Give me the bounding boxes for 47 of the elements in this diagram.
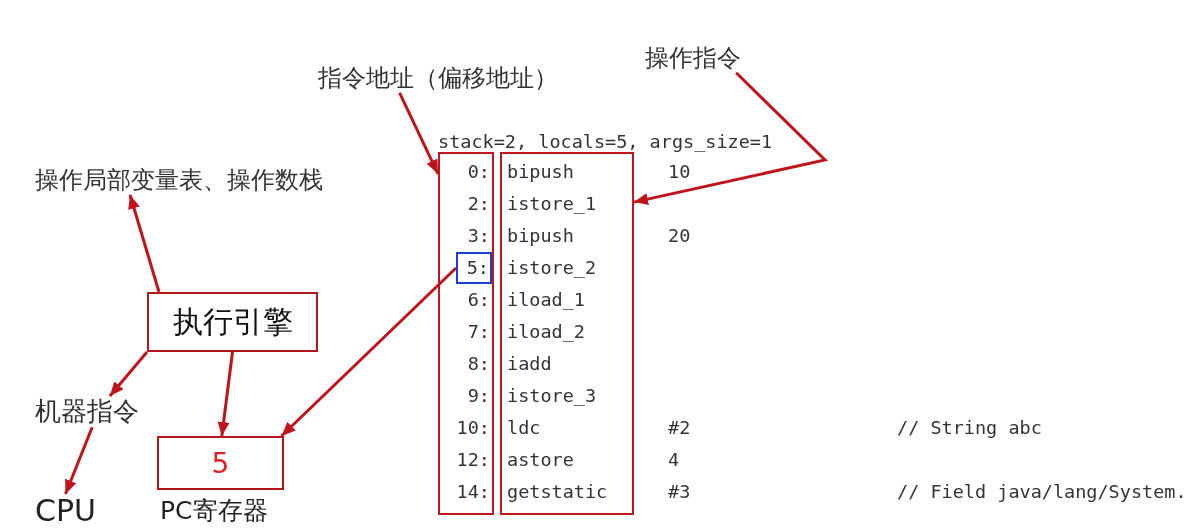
address-column bbox=[438, 152, 494, 515]
offset-address: 14: bbox=[456, 481, 490, 503]
code-comment: // Field java/lang/System. bbox=[897, 481, 1187, 503]
opcode: iload_2 bbox=[507, 321, 585, 343]
register-caption: PC寄存器 bbox=[160, 496, 268, 526]
opcode: istore_2 bbox=[507, 257, 597, 279]
operand: 20 bbox=[668, 225, 691, 247]
opcode: istore_3 bbox=[507, 385, 597, 407]
code-comment: // String abc bbox=[897, 417, 1042, 439]
arrow bbox=[108, 351, 149, 397]
annotation-label: 指令地址（偏移地址） bbox=[318, 64, 558, 93]
annotation-label: 操作局部变量表、操作数栈 bbox=[35, 166, 323, 195]
highlight-box: 5: bbox=[456, 252, 492, 284]
offset-address: 12: bbox=[456, 449, 490, 471]
operand: #3 bbox=[668, 481, 691, 503]
offset-address: 6: bbox=[467, 289, 490, 311]
offset-address: 7: bbox=[467, 321, 490, 343]
opcode: bipush bbox=[507, 225, 574, 247]
offset-address: 0: bbox=[467, 161, 490, 183]
opcode: astore bbox=[507, 449, 574, 471]
annotation-label: 操作指令 bbox=[645, 44, 741, 73]
cpu-label: CPU bbox=[35, 494, 96, 529]
arrow bbox=[633, 71, 829, 205]
offset-address: 3: bbox=[467, 225, 490, 247]
offset-address: 8: bbox=[467, 353, 490, 375]
operand: #2 bbox=[668, 417, 691, 439]
arrow bbox=[217, 351, 234, 437]
process-box: 执行引擎 bbox=[147, 292, 318, 352]
arrow bbox=[398, 92, 440, 175]
opcode: bipush bbox=[507, 161, 574, 183]
operand: 10 bbox=[668, 161, 691, 183]
opcode-column bbox=[500, 152, 634, 515]
code-header: stack=2, locals=5, args_size=1 bbox=[438, 131, 773, 153]
arrow bbox=[64, 426, 94, 495]
arrow bbox=[280, 266, 458, 438]
annotation-label: 机器指令 bbox=[35, 396, 139, 428]
opcode: getstatic bbox=[507, 481, 608, 503]
opcode: iadd bbox=[507, 353, 552, 375]
opcode: iload_1 bbox=[507, 289, 585, 311]
offset-address: 2: bbox=[467, 193, 490, 215]
offset-address: 9: bbox=[467, 385, 490, 407]
opcode: ldc bbox=[507, 417, 541, 439]
offset-address: 10: bbox=[456, 417, 490, 439]
opcode: istore_1 bbox=[507, 193, 597, 215]
operand: 4 bbox=[668, 449, 680, 471]
register-value: 5 bbox=[211, 446, 230, 480]
arrow bbox=[128, 194, 161, 293]
